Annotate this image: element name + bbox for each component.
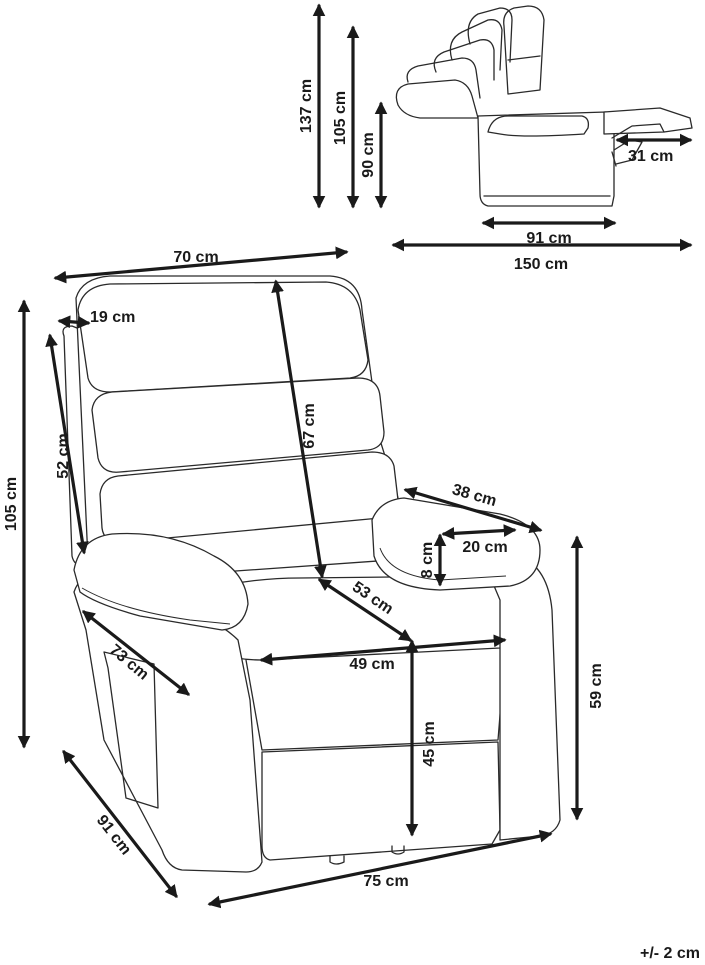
front-view-illustration (62, 275, 561, 873)
label-75-cm: 75 cm (363, 873, 408, 890)
dim-line-19 (57, 315, 91, 329)
dim-line-53 (317, 578, 413, 642)
tolerance-note: +/- 2 cm (640, 945, 700, 962)
label-8-cm: 8 cm (419, 542, 436, 578)
dim-line-49 (259, 634, 507, 666)
dim-line-73 (81, 610, 191, 696)
label-52-cm: 52 cm (55, 433, 72, 478)
dim-line-75 (207, 829, 553, 909)
dim-line-52 (45, 333, 89, 555)
label-59-cm: 59 cm (588, 663, 605, 708)
label-70-cm: 70 cm (173, 249, 218, 266)
dim-line-20 (441, 524, 517, 540)
label-150-cm: 150 cm (514, 256, 568, 273)
label-45-cm: 45 cm (421, 721, 438, 766)
label-90-cm: 90 cm (360, 132, 377, 177)
label-19-cm: 19 cm (90, 309, 135, 326)
label-67-cm: 67 cm (301, 403, 318, 448)
label-105-cm-front: 105 cm (3, 477, 20, 531)
dim-line-70 (53, 246, 349, 284)
label-20-cm: 20 cm (462, 539, 507, 556)
label-31-cm: 31 cm (628, 148, 673, 165)
label-137-cm: 137 cm (298, 79, 315, 133)
dim-line-67 (271, 279, 327, 579)
dim-line-91-front (62, 749, 178, 899)
side-view-illustration (395, 5, 693, 207)
dim-line-38 (403, 486, 543, 534)
label-105-cm-side: 105 cm (332, 91, 349, 145)
label-49-cm: 49 cm (349, 656, 394, 673)
